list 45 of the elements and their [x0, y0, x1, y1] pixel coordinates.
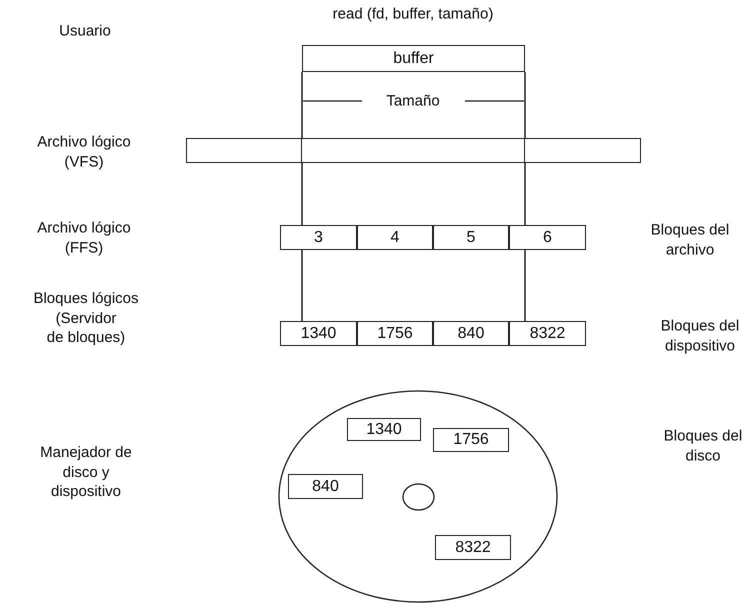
projection-line	[301, 72, 303, 138]
layer-label: Bloques del dispositivo	[660, 316, 740, 356]
layer-label: Usuario	[59, 21, 111, 41]
block-number: 1756	[377, 324, 413, 342]
function-call-title: read (fd, buffer, tamaño)	[332, 4, 494, 24]
block-box	[509, 225, 586, 250]
block-number: 5	[466, 228, 476, 246]
block-box	[433, 321, 509, 346]
block-number: 840	[458, 324, 484, 342]
block-box	[435, 535, 511, 560]
block-number: 3	[314, 228, 323, 246]
block-box	[509, 321, 586, 346]
block-box	[433, 428, 509, 452]
projection-line	[301, 250, 303, 321]
projection-line	[524, 250, 526, 321]
block-number: 4	[390, 228, 400, 246]
disk-drawing	[278, 390, 558, 603]
disk-hub	[402, 483, 435, 511]
layer-label: Bloques del archivo	[650, 220, 730, 260]
block-box	[357, 321, 433, 346]
layer-label: Bloques lógicos (Servidor de bloques)	[33, 288, 139, 348]
layer-label: Archivo lógico (FFS)	[37, 218, 131, 258]
block-box	[357, 225, 433, 250]
dimension-label: Tamaño	[386, 91, 440, 111]
file-bar	[186, 138, 641, 163]
buffer-box	[302, 45, 525, 72]
layer-label: Manejador de disco y dispositivo	[40, 442, 132, 502]
projection-line	[301, 163, 303, 225]
buffer-label: buffer	[393, 50, 434, 68]
layer-label: Archivo lógico (VFS)	[37, 132, 131, 172]
block-box	[280, 225, 357, 250]
block-number: 6	[543, 228, 552, 246]
layer-label: Bloques del disco	[664, 426, 742, 466]
block-box	[433, 225, 509, 250]
block-box	[280, 321, 357, 346]
block-number: 1756	[453, 431, 489, 449]
projection-line	[524, 163, 526, 225]
block-box	[347, 418, 421, 441]
block-number: 1340	[300, 324, 336, 342]
projection-line	[524, 72, 526, 138]
block-number: 8322	[455, 538, 491, 556]
block-number: 840	[312, 478, 339, 496]
block-number: 8322	[530, 324, 566, 342]
block-number: 1340	[366, 420, 402, 438]
block-box	[288, 474, 363, 499]
